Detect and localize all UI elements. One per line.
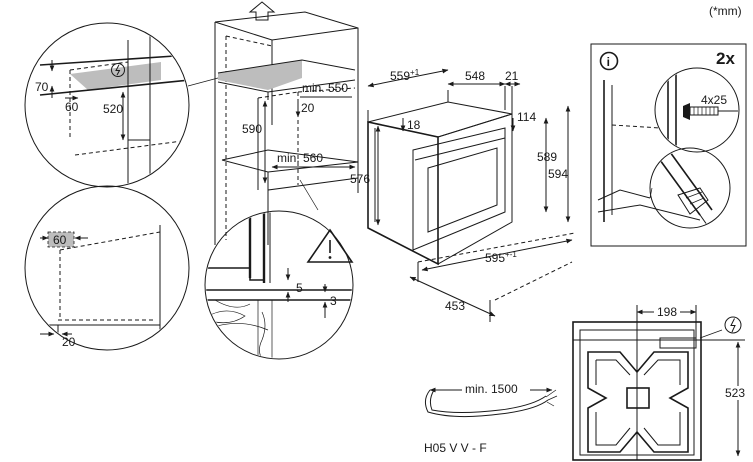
gap-circle-3: 3 bbox=[330, 294, 337, 308]
detail-top-circle: 70 60 520 bbox=[24, 22, 190, 188]
gap-circle-5: 5 bbox=[296, 281, 303, 295]
oven-drawing: 559+1 548 21 576 18 114 589 594 595+-1 4… bbox=[350, 68, 576, 322]
rear-523: 523 bbox=[725, 386, 745, 400]
oven-114: 114 bbox=[517, 110, 536, 124]
oven-548: 548 bbox=[465, 69, 485, 83]
up-arrow-icon bbox=[248, 1, 276, 21]
detail-bottom-circle: 60 20 bbox=[24, 185, 190, 351]
info-icon: i bbox=[599, 51, 619, 71]
cabinet-min560: min. 560 bbox=[277, 151, 323, 165]
top-circle-70: 70 bbox=[35, 80, 49, 94]
cabinet-drawing: 590 min. 550 20 min. 560 bbox=[187, 1, 359, 245]
oven-576: 576 bbox=[350, 172, 370, 186]
unit-note: (*mm) bbox=[709, 4, 742, 18]
warning-triangle-icon bbox=[306, 228, 354, 263]
screw-size: 4x25 bbox=[701, 93, 727, 107]
rear-198: 198 bbox=[657, 305, 677, 319]
oven-21: 21 bbox=[505, 69, 519, 83]
detail-gap-circle: 5 3 bbox=[204, 210, 354, 360]
screw-box-count: 2x bbox=[716, 49, 735, 68]
screw-icon bbox=[683, 103, 738, 120]
oven-18: 18 bbox=[407, 118, 421, 132]
top-circle-60: 60 bbox=[65, 100, 79, 114]
bottom-circle-60: 60 bbox=[53, 233, 67, 247]
svg-text:i: i bbox=[607, 55, 610, 69]
bottom-circle-20: 20 bbox=[62, 335, 76, 349]
cable-drawing: min. 1500 H05 V V - F bbox=[424, 382, 558, 455]
top-circle-520: 520 bbox=[103, 102, 123, 116]
cabinet-min550: min. 550 bbox=[302, 81, 348, 95]
rear-view: 198 523 bbox=[572, 305, 750, 461]
oven-589: 589 bbox=[537, 150, 557, 164]
cable-min1500: min. 1500 bbox=[465, 382, 518, 396]
oven-594: 594 bbox=[548, 167, 568, 181]
power-plug-icon bbox=[724, 316, 742, 334]
cabinet-590: 590 bbox=[242, 122, 262, 136]
cabinet-20: 20 bbox=[301, 101, 315, 115]
oven-453: 453 bbox=[445, 299, 465, 313]
oven-595: 595+-1 bbox=[485, 250, 517, 265]
cable-type: H05 V V - F bbox=[424, 441, 487, 455]
oven-559: 559+1 bbox=[390, 68, 420, 83]
power-plug-icon bbox=[111, 63, 125, 77]
screw-box: i 2x 4x25 bbox=[590, 43, 747, 247]
